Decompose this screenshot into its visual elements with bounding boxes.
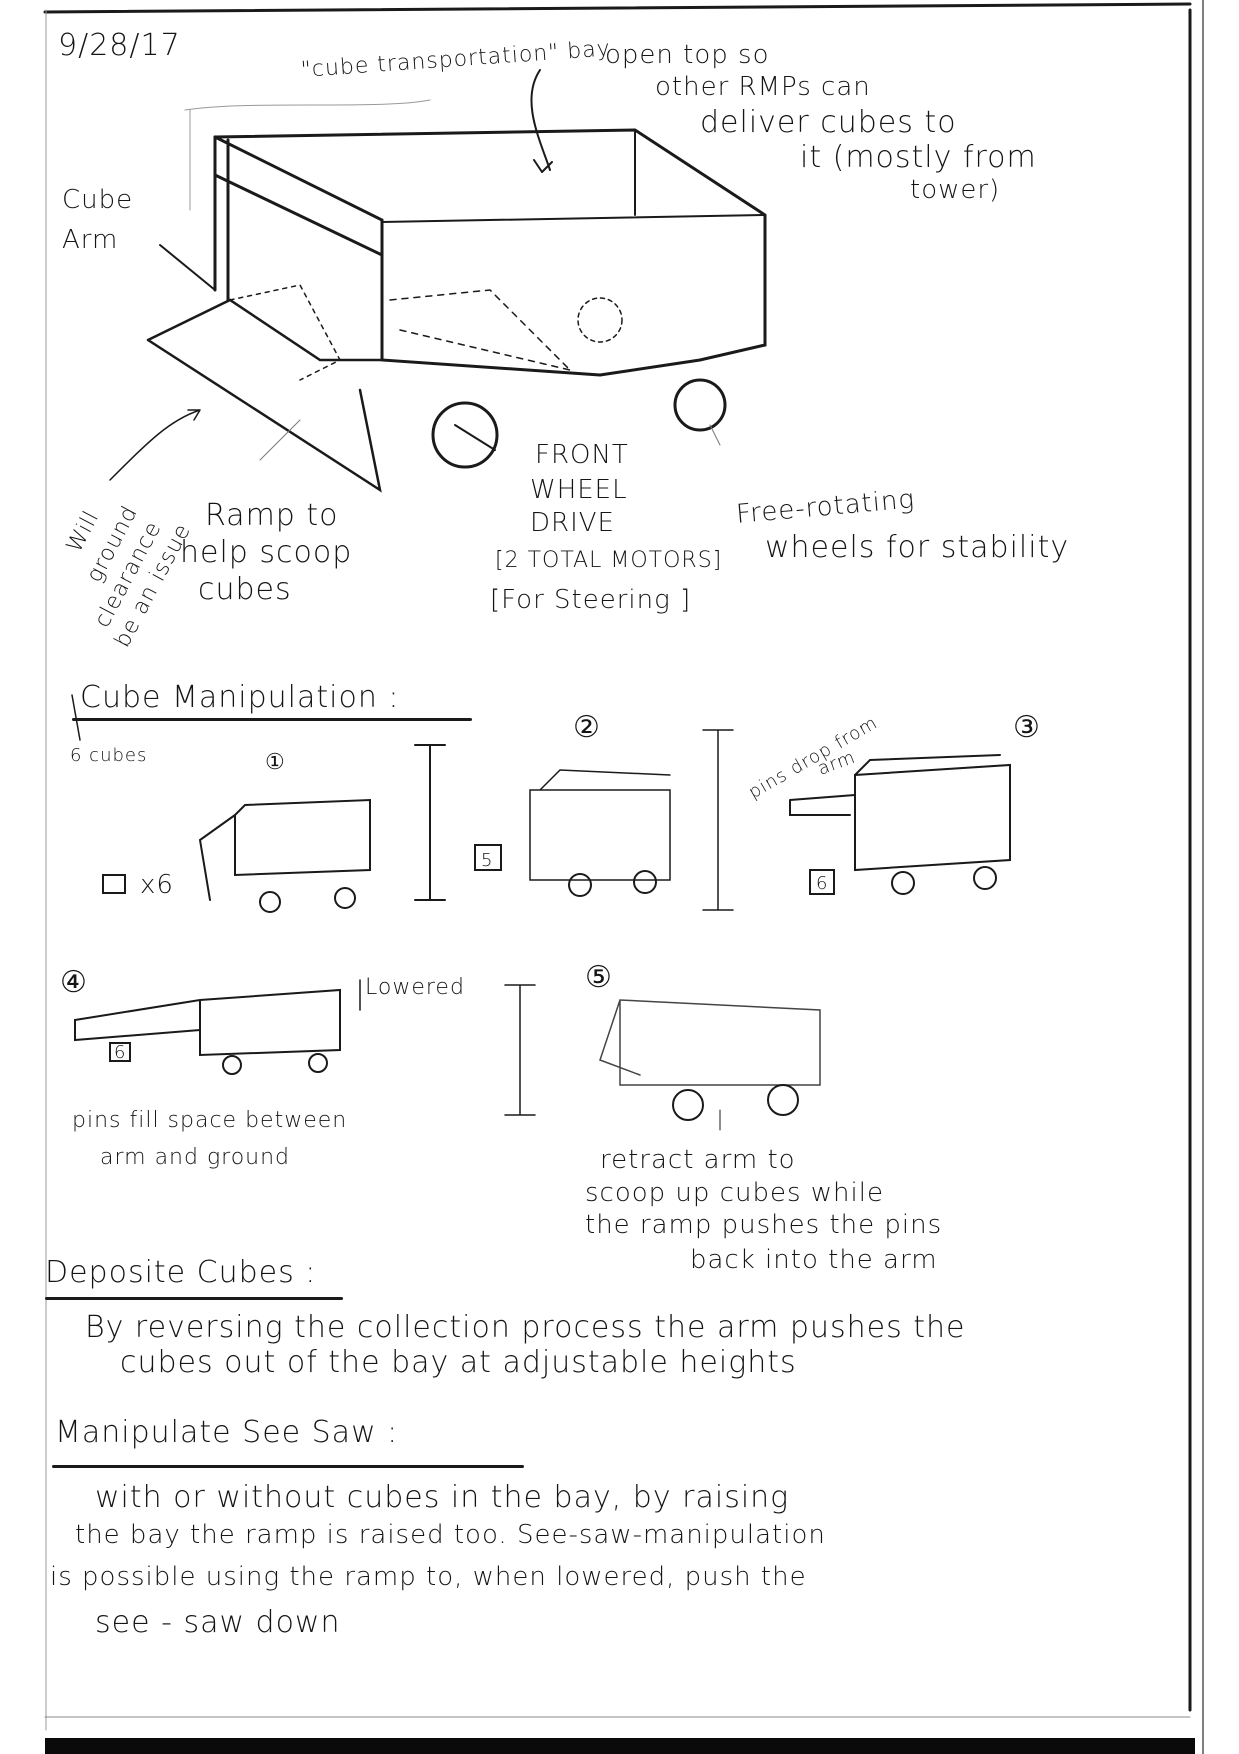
ramp-note-1: Ramp to — [205, 498, 339, 533]
see-saw-text-2: the bay the ramp is raised too. See-saw-… — [75, 1520, 826, 1550]
see-saw-text-3: is possible using the ramp to, when lowe… — [50, 1562, 807, 1592]
retract-note-4: back into the arm — [690, 1245, 938, 1275]
times-six-label: x6 — [140, 870, 174, 900]
retract-note-1: retract arm to — [600, 1145, 796, 1175]
open-top-note-line-5: tower) — [910, 175, 1001, 205]
open-top-note-line-3: deliver cubes to — [700, 105, 957, 140]
see-saw-heading: Manipulate See Saw : — [55, 1415, 399, 1450]
see-saw-text-4: see - saw down — [95, 1605, 341, 1640]
open-top-note-line-1: open top so — [605, 40, 770, 70]
heading-underline — [52, 1465, 524, 1468]
step-4-marker: ④ — [60, 965, 88, 1000]
cube-arm-label-1: Cube — [62, 185, 134, 215]
front-wheel-drive-2: WHEEL — [530, 475, 628, 505]
retract-note-2: scoop up cubes while — [585, 1178, 884, 1208]
open-top-note-line-2: other RMPs can — [655, 72, 871, 102]
ramp-note-3: cubes — [198, 572, 292, 607]
motors-note-2: [For Steering ] — [490, 585, 692, 615]
deposit-cubes-text-1: By reversing the collection process the … — [85, 1310, 966, 1345]
box-label-step-3: 6 — [816, 873, 829, 894]
box-label-step-4: 6 — [114, 1042, 127, 1063]
date: 9/28/17 — [58, 28, 181, 63]
step-1-marker: ① — [265, 750, 286, 775]
six-cubes-label: 6 cubes — [70, 745, 148, 766]
pins-fill-note-1: pins fill space between — [72, 1108, 348, 1133]
front-wheel-drive-1: FRONT — [535, 440, 629, 470]
step-3-marker: ③ — [1013, 710, 1041, 745]
heading-underline — [72, 718, 472, 721]
deposit-cubes-heading: Deposite Cubes : — [45, 1255, 317, 1290]
see-saw-text-1: with or without cubes in the bay, by rai… — [95, 1480, 790, 1515]
step-2-marker: ② — [573, 710, 601, 745]
scan-edge-bar — [45, 1738, 1195, 1754]
free-wheels-note-2: wheels for stability — [765, 530, 1070, 565]
box-label-step-2: 5 — [481, 850, 494, 871]
step-5-marker: ⑤ — [585, 960, 613, 995]
step-sketches — [71, 694, 1011, 1131]
pins-fill-note-2: arm and ground — [100, 1145, 291, 1170]
cube-arm-label-2: Arm — [62, 225, 119, 255]
retract-note-3: the ramp pushes the pins — [585, 1210, 943, 1240]
robot-sketch — [109, 69, 767, 493]
deposit-cubes-text-2: cubes out of the bay at adjustable heigh… — [120, 1345, 797, 1380]
heading-underline — [45, 1297, 343, 1300]
top-rule — [43, 2, 1192, 14]
open-top-note-line-4: it (mostly from — [800, 140, 1037, 175]
ramp-note-2: help scoop — [180, 535, 353, 570]
lowered-label: Lowered — [365, 975, 465, 1000]
cube-manipulation-heading: Cube Manipulation : — [80, 680, 400, 715]
front-wheel-drive-3: DRIVE — [530, 508, 615, 538]
motors-note-1: [2 TOTAL MOTORS] — [495, 548, 723, 573]
